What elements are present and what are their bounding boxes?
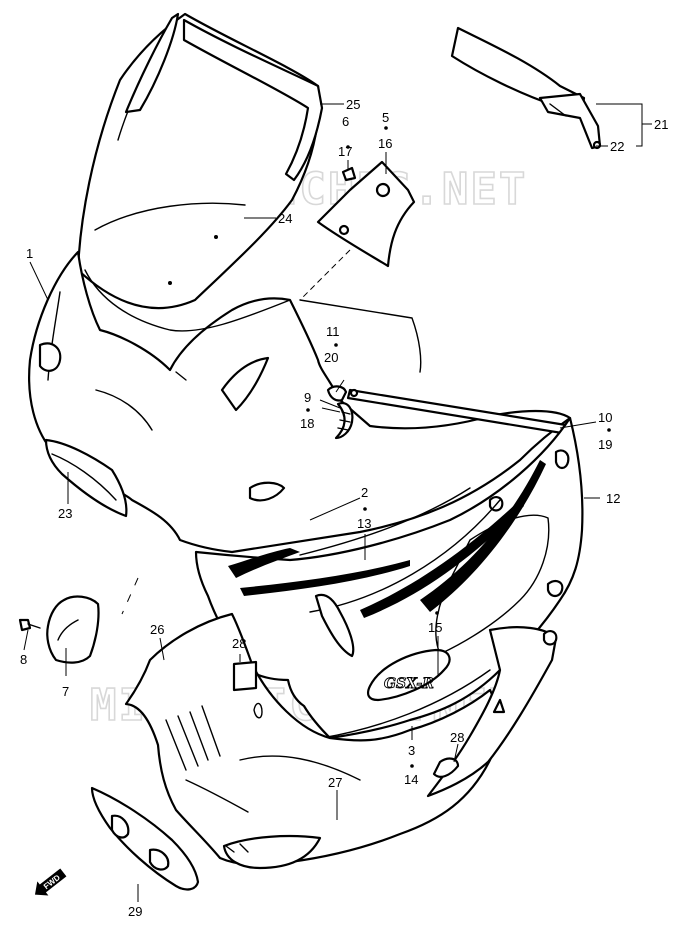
guide-lines [121, 249, 351, 615]
side-cowl-part-12: GSX-R [194, 416, 584, 740]
bracket-part-5-16 [316, 160, 416, 268]
callout-16: 16 [378, 136, 392, 151]
leader-lines [23, 103, 652, 902]
callout-9: 9 [304, 390, 311, 405]
callout-29: 29 [128, 904, 142, 919]
callout-6: 6 [342, 114, 349, 129]
callout-1: 1 [26, 246, 33, 261]
windscreen-trim-part-25 [124, 12, 324, 182]
callout-3: 3 [408, 743, 415, 758]
callout-20: 20 [324, 350, 338, 365]
callout-8: 8 [20, 652, 27, 667]
fwd-arrow-icon: FWD [34, 868, 67, 896]
callout-10: 10 [598, 410, 612, 425]
callout-23: 23 [58, 506, 72, 521]
callout-2: 2 [361, 485, 368, 500]
side-cover-part-7 [46, 595, 100, 664]
callout-24: 24 [278, 211, 292, 226]
callout-21: 21 [654, 117, 668, 132]
clip-part-6-17 [341, 166, 357, 182]
callout-7: 7 [62, 684, 69, 699]
screw-part-11-20 [326, 385, 348, 402]
callout-28-lower: 28 [450, 730, 464, 745]
callout-14: 14 [404, 772, 418, 787]
callout-13: 13 [357, 516, 371, 531]
callout-5: 5 [382, 110, 389, 125]
bracket-part-29 [90, 786, 200, 891]
leader-dots [306, 126, 611, 768]
grommet-part-9-18 [334, 402, 354, 440]
callout-28-upper: 28 [232, 636, 246, 651]
callout-27: 27 [328, 775, 342, 790]
callout-12: 12 [606, 491, 620, 506]
windscreen-part-24 [76, 12, 320, 310]
callout-labels: 1 2 13 3 14 4 15 5 16 6 17 7 8 9 18 10 1… [20, 97, 668, 919]
callout-25: 25 [346, 97, 360, 112]
callout-11: 11 [326, 324, 340, 339]
upper-cowl-part-1 [28, 250, 572, 554]
bolt-part-8 [18, 618, 41, 632]
callout-4: 4 [432, 594, 439, 609]
callout-19: 19 [598, 437, 612, 452]
lower-cowl-part-26-27 [124, 612, 558, 870]
callout-18: 18 [300, 416, 314, 431]
callout-15: 15 [428, 620, 442, 635]
callout-26: 26 [150, 622, 164, 637]
air-duct-part-21 [450, 26, 602, 150]
gsxr-emblem-text: GSX-R [384, 676, 434, 692]
intake-part-23 [44, 438, 128, 518]
callout-22: 22 [610, 139, 624, 154]
callout-17: 17 [338, 144, 352, 159]
